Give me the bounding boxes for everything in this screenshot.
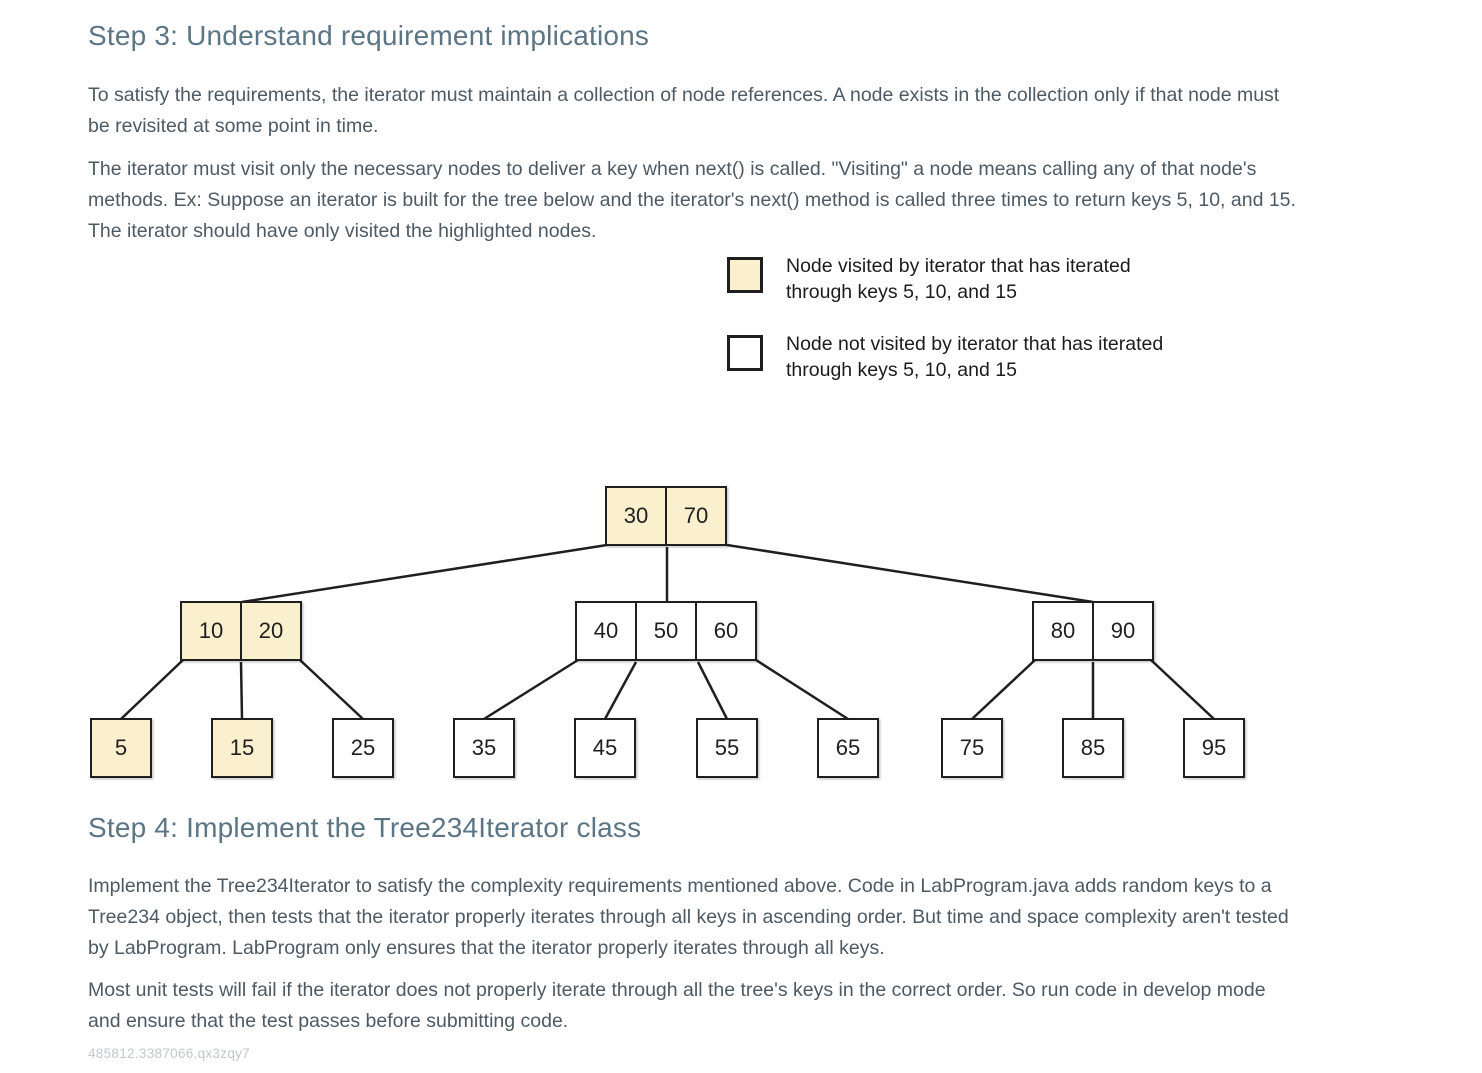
legend-item-not-visited: Node not visited by iterator that has it… [727,331,1163,383]
tree-edge [696,661,729,720]
unvisited-node-swatch [727,335,763,371]
tree-node-key: 45 [592,735,618,760]
tree-edge [299,659,364,720]
step4-paragraph-1: Implement the Tree234Iterator to satisfy… [88,875,1289,959]
tree-node-key: 35 [471,735,497,760]
tree-node-key: 95 [1201,735,1227,760]
tree-edge [603,661,638,720]
tree-edge [755,658,849,721]
tree-edge [120,659,184,720]
step3-paragraph-2: The iterator must visit only the necessa… [88,158,1296,242]
tree-edge [1150,659,1215,720]
tree-node-key: 10 [198,618,224,643]
tree-node-key: 5 [114,735,128,760]
tree-node-key: 30 [623,503,649,528]
tree-node-30-70: 30 70 [605,486,727,546]
tree-node-10-20: 10 20 [180,601,302,661]
tree-node-5: 5 [90,718,152,778]
tree-node-key: 85 [1080,735,1106,760]
tree-edge [239,661,244,720]
tree-node-45: 45 [574,718,636,778]
tree-node-key: 65 [835,735,861,760]
tree-node-35: 35 [453,718,515,778]
tree-node-85: 85 [1062,718,1124,778]
tree-edge [726,543,1094,604]
step4-heading: Step 4: Implement the Tree234Iterator cl… [88,812,642,843]
tree-node-key: 70 [665,488,725,544]
tree-edge [971,659,1036,720]
legend-item-visited: Node visited by iterator that has iterat… [727,253,1131,305]
tree-edge [241,543,608,604]
tree-edge [483,658,579,721]
tree-node-key: 15 [229,735,255,760]
tree-node-65: 65 [817,718,879,778]
tree-node-75: 75 [941,718,1003,778]
tree-node-key: 55 [714,735,740,760]
visited-node-swatch [727,257,763,293]
tree-node-key: 50 [635,603,695,659]
tree-node-key: 20 [240,603,300,659]
tree-node-key: 25 [350,735,376,760]
step3-paragraph-1: To satisfy the requirements, the iterato… [88,84,1280,137]
legend-visited-label: Node visited by iterator that has iterat… [786,255,1131,303]
tree-node-15: 15 [211,718,273,778]
step4-paragraph-2: Most unit tests will fail if the iterato… [88,979,1266,1032]
tree-node-80-90: 80 90 [1032,601,1154,661]
content-resource-id: 485812.3387066.qx3zqy7 [88,1046,250,1061]
tree-node-key: 80 [1050,618,1076,643]
legend-not-visited-label: Node not visited by iterator that has it… [786,333,1164,381]
tree-node-25: 25 [332,718,394,778]
tree-node-55: 55 [696,718,758,778]
tree-node-key: 75 [959,735,985,760]
tree-node-key: 60 [695,603,755,659]
tree-node-95: 95 [1183,718,1245,778]
step3-heading: Step 3: Understand requirement implicati… [88,20,650,51]
tree-node-key: 40 [593,618,619,643]
tree-node-key: 90 [1092,603,1152,659]
